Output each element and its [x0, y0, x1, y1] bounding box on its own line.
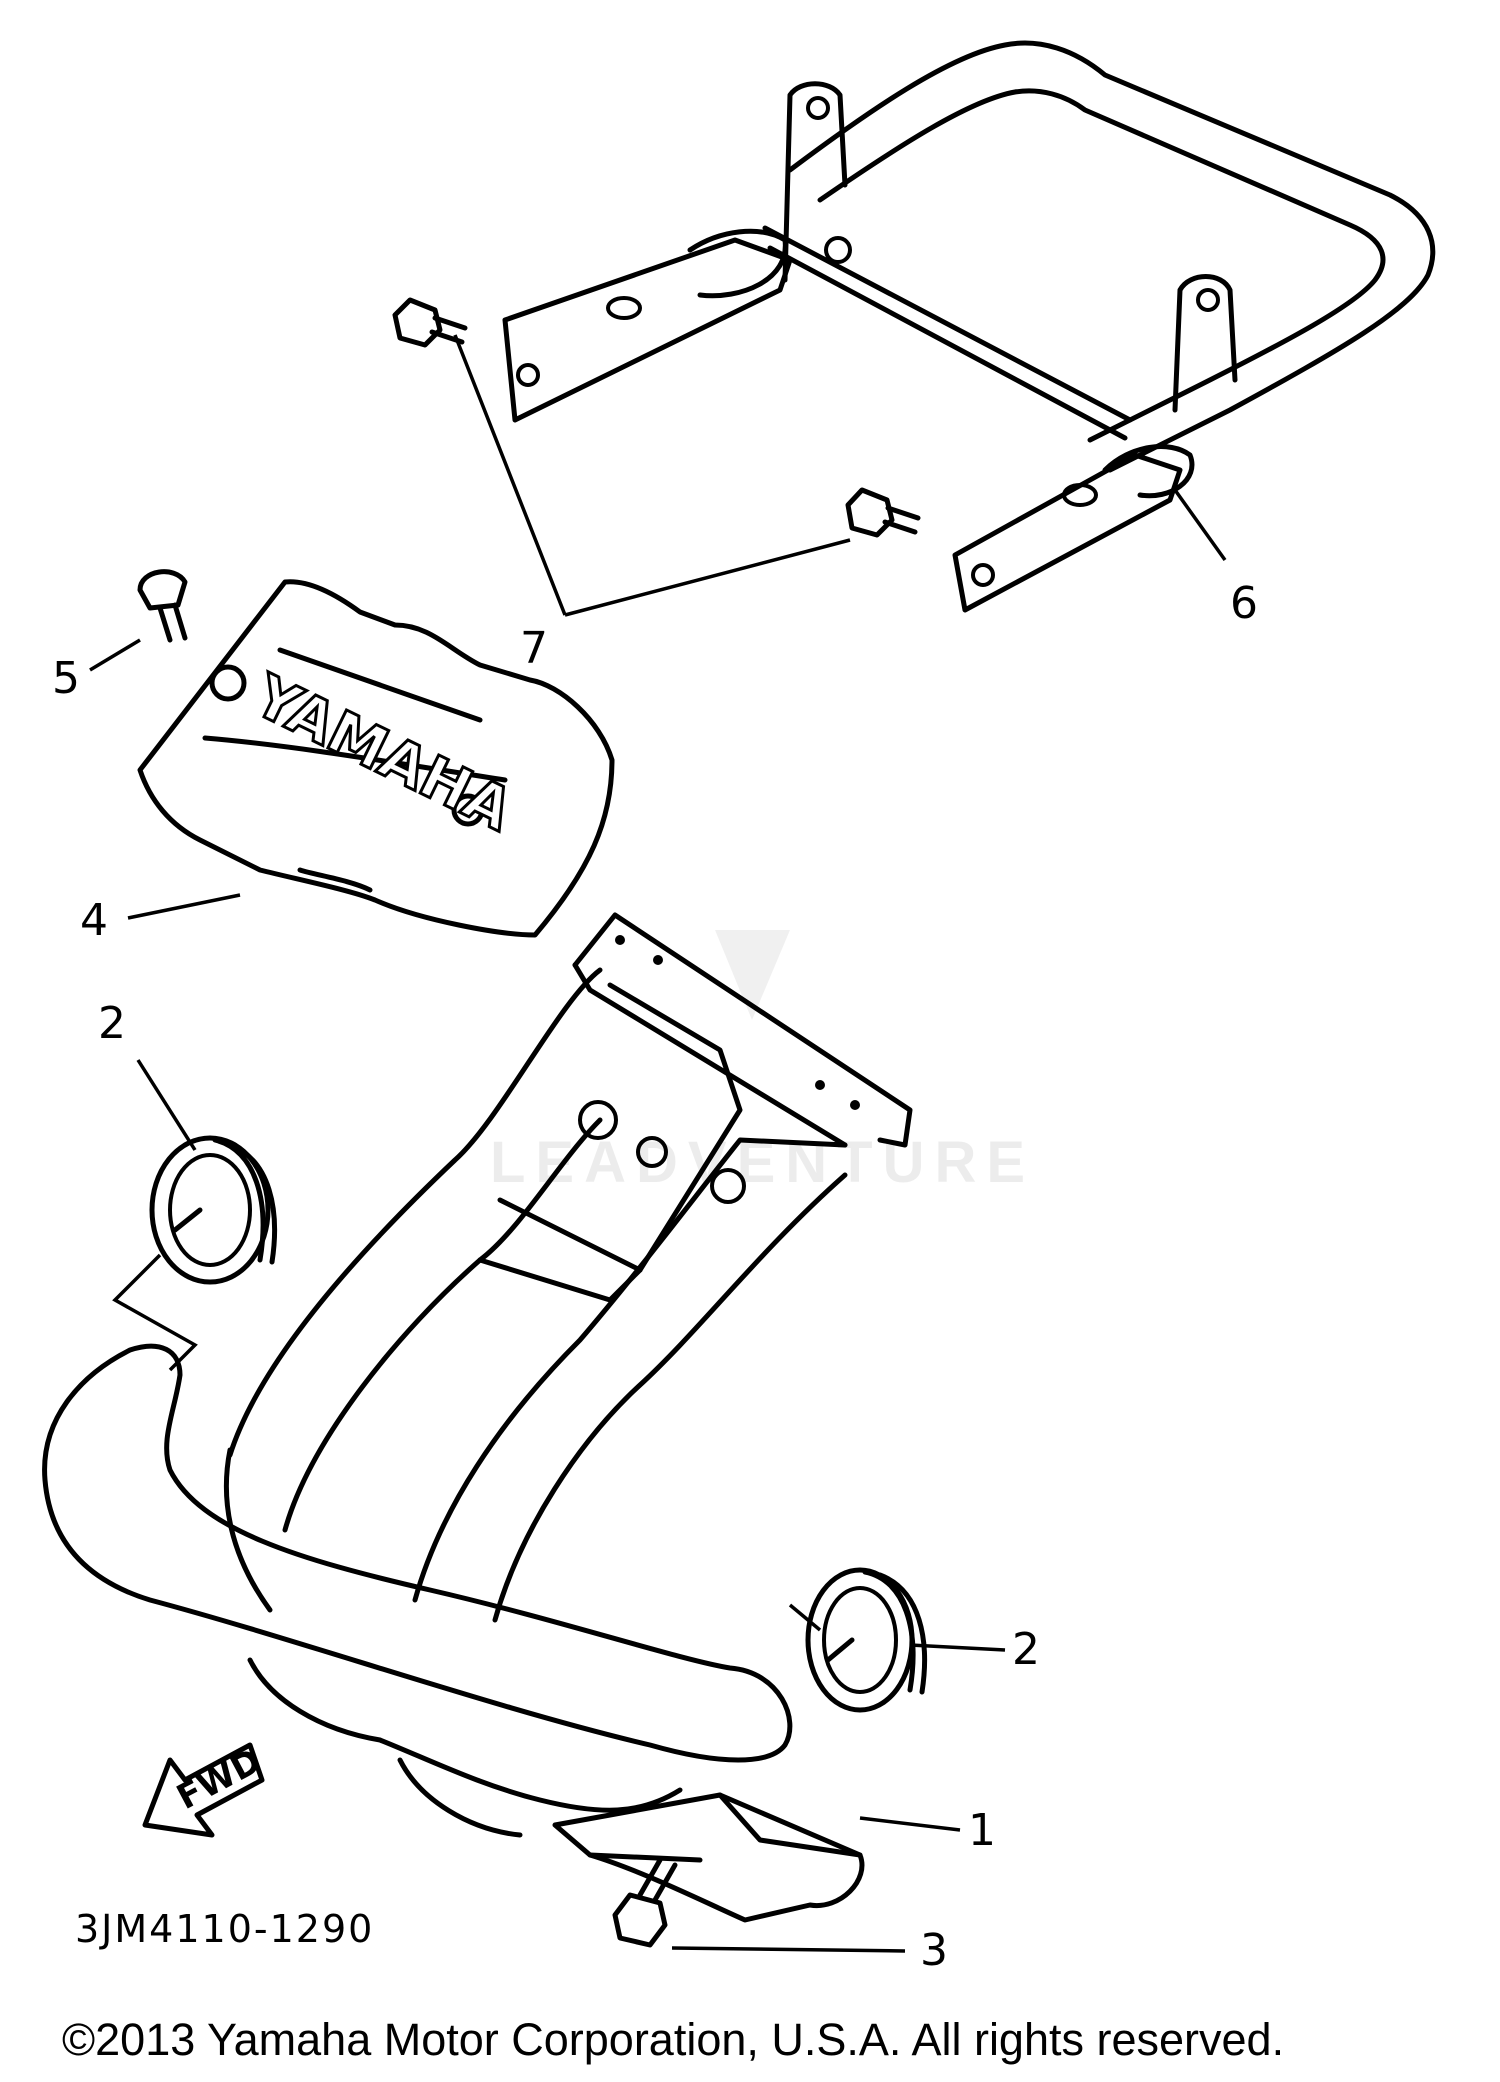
callout-2-upper: 2: [98, 998, 126, 1049]
part-7-bolts: [392, 297, 921, 538]
callout-4: 4: [80, 895, 108, 946]
part-1-bumper: [42, 912, 913, 1923]
part-2-damper-upper: [149, 1135, 278, 1285]
copyright-notice: ©2013 Yamaha Motor Corporation, U.S.A. A…: [62, 2014, 1284, 2065]
callout-5: 5: [52, 653, 80, 704]
leader-lines: [89, 334, 1227, 1953]
callout-6: 6: [1230, 578, 1258, 629]
part-6-grab-bar: [502, 40, 1436, 613]
callout-3: 3: [920, 1925, 948, 1976]
fwd-arrow: FWD: [142, 1741, 268, 1838]
callout-1: 1: [968, 1805, 996, 1856]
diagram-code: 3JM4110-1290: [75, 1907, 374, 1951]
callout-2-lower: 2: [1012, 1624, 1040, 1675]
callout-7: 7: [520, 623, 548, 674]
part-3-bolt: [612, 1857, 678, 1948]
part-5-screw: [137, 569, 188, 643]
fwd-arrow-label: FWD: [170, 1741, 267, 1818]
part-2-damper-lower: [805, 1567, 928, 1713]
